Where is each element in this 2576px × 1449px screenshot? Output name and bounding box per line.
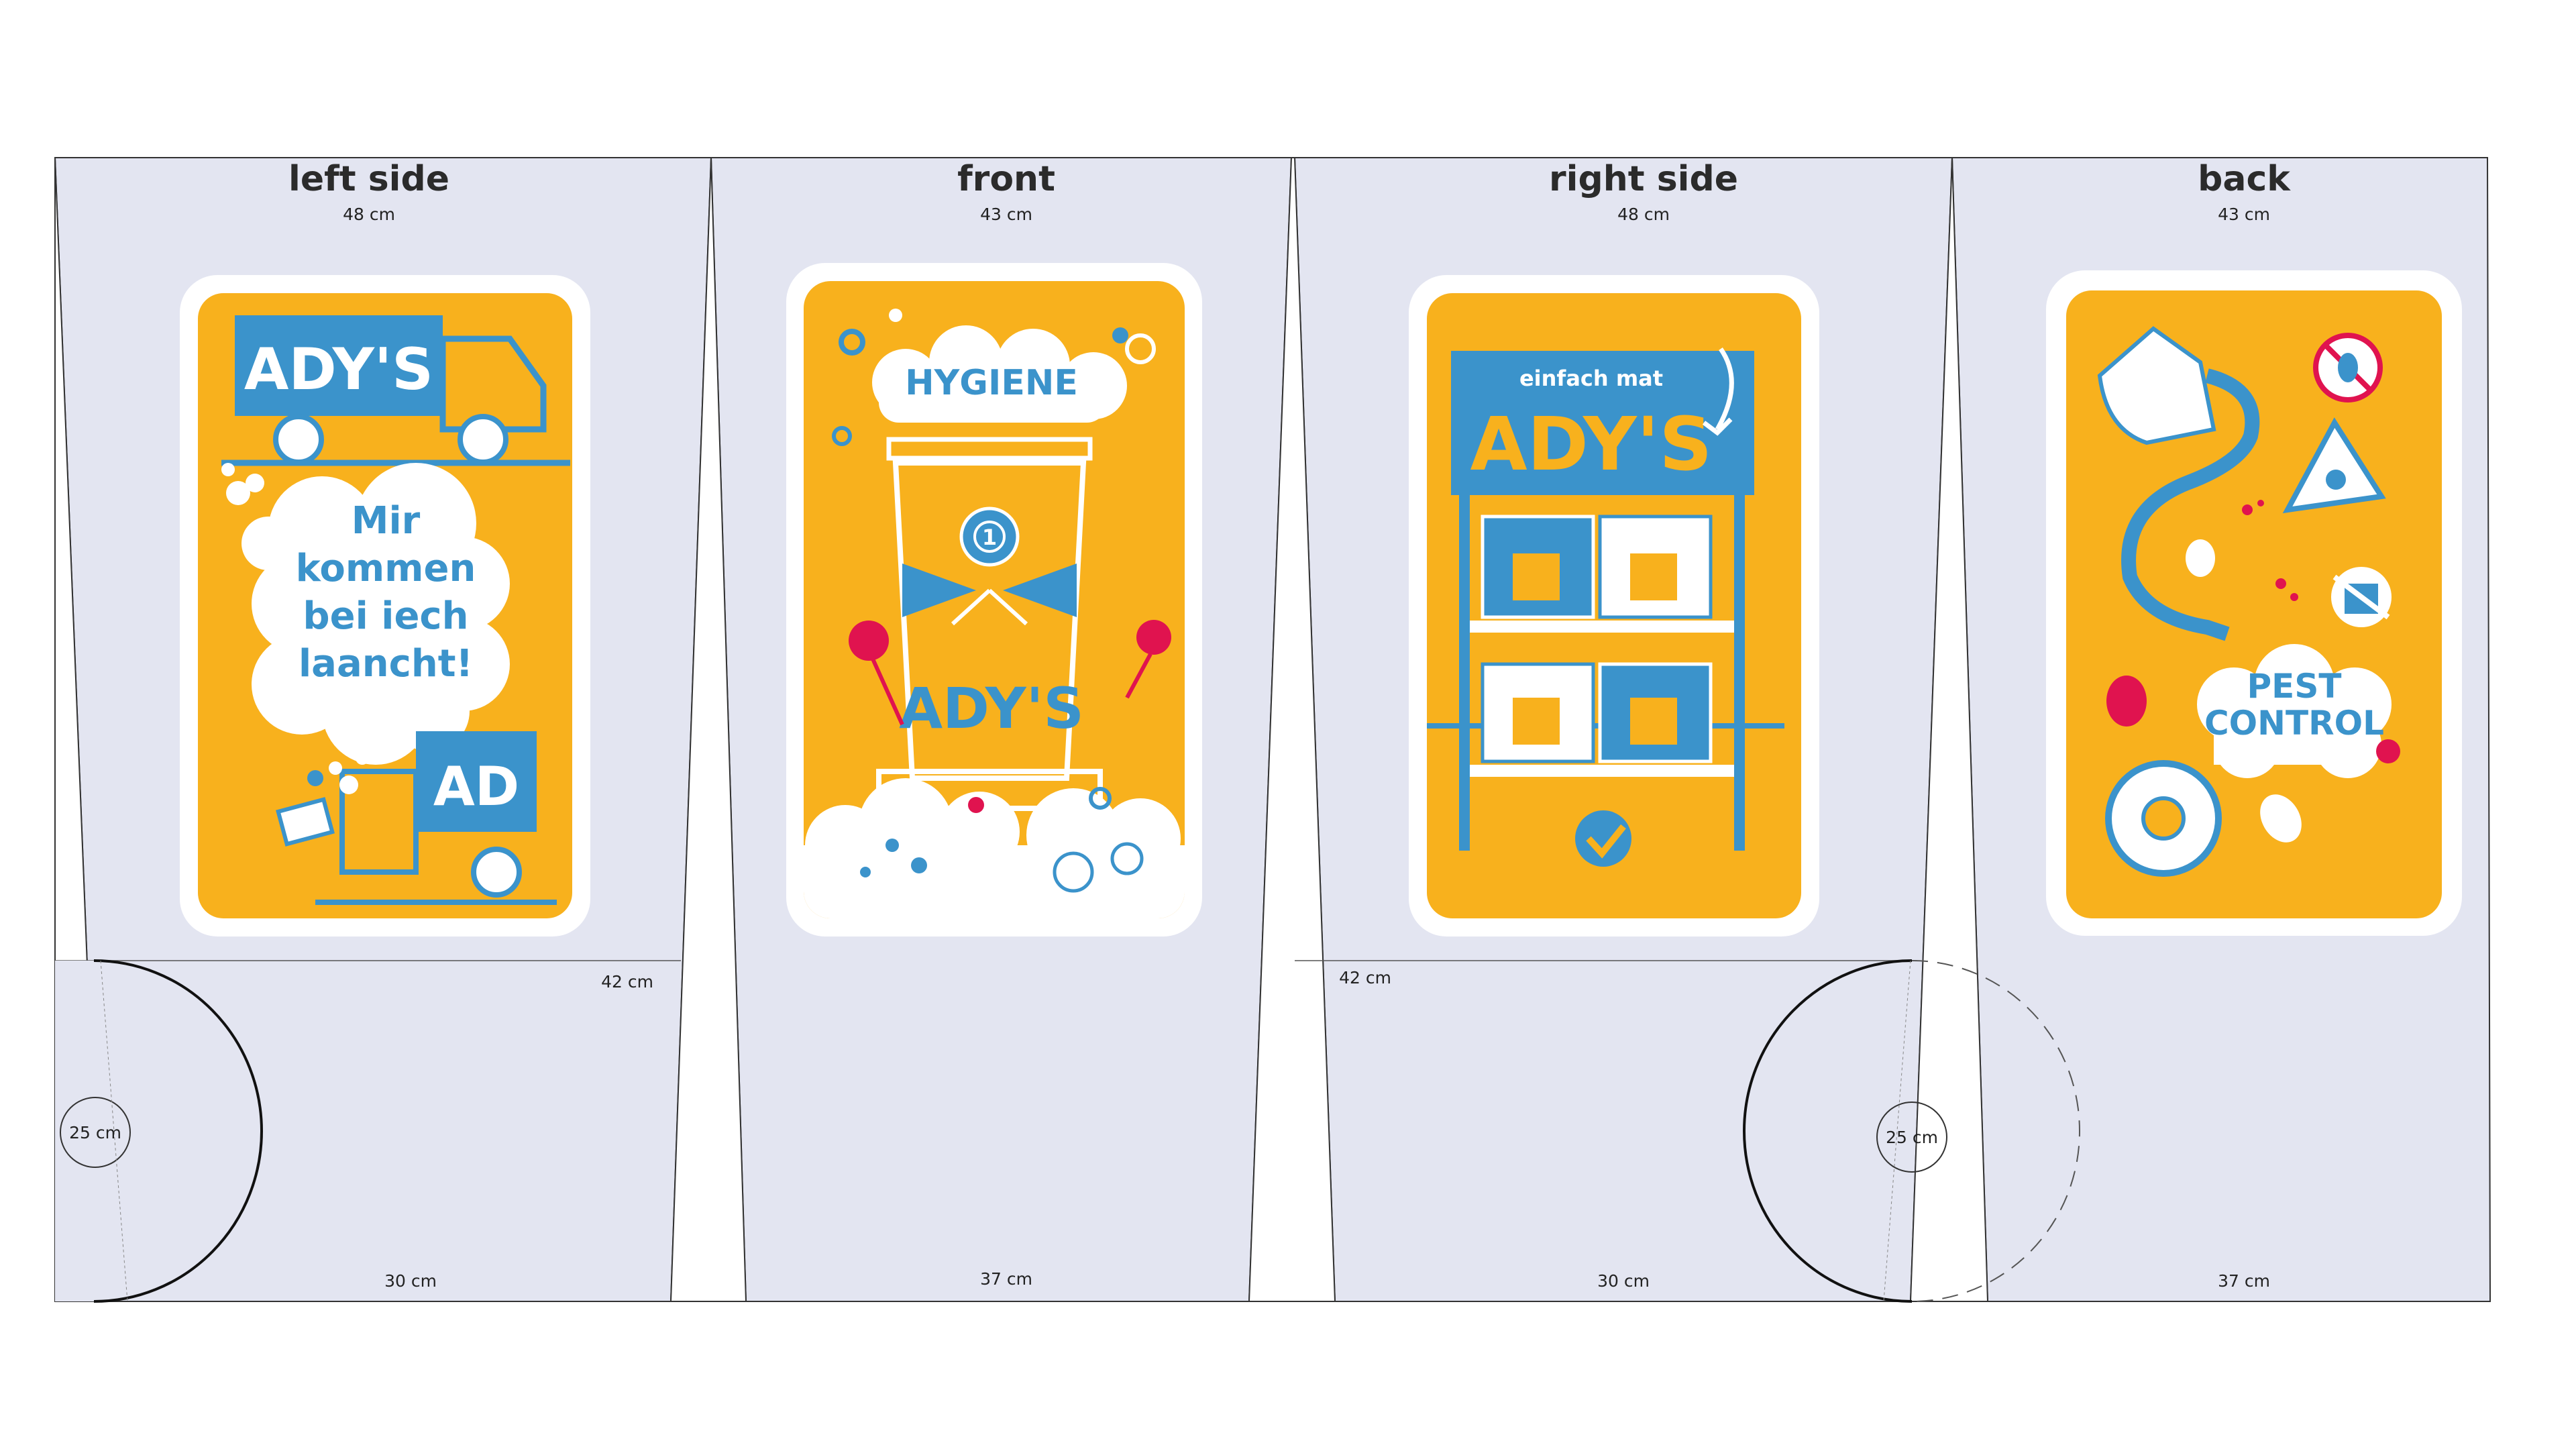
check-icon [1575,810,1631,867]
base-circle-left [55,961,262,1301]
truck-bottom-label: AD [433,755,519,818]
flap-left-front-shape [669,157,747,1302]
truck-top-illustration: ADY'S [221,315,570,466]
dimension-height-left-side: 42 cm [601,972,653,991]
truck-top-brand: ADY'S [244,336,433,403]
right-brand: ADY'S [1470,401,1713,487]
dimension-circle-left-side: 25 cm [69,1123,121,1142]
wasp-icon [2106,676,2147,727]
dimension-top-left-side: 48 cm [343,205,395,224]
dimension-top-front: 43 cm [980,205,1032,224]
dimension-bottom-left-side: 30 cm [384,1271,437,1291]
dimension-height-right-side: 42 cm [1339,968,1391,987]
flap-right-back-shape [1909,157,1989,1302]
panel-title-right-side: right side [1549,159,1738,199]
right-tagline: einfach mat [1519,366,1663,391]
gas-mask-icon [2097,326,2216,445]
pest-line-1: PEST [2247,667,2342,706]
pest-line-2: CONTROL [2204,704,2384,743]
hazard-skull-icon [2282,417,2386,514]
speech-cloud [221,463,510,765]
hygiene-cloud [872,325,1127,423]
cloud-line-4: laancht! [299,642,473,686]
panel-labels: left side 48 cm 42 cm 30 cm 25 cm front … [69,159,2291,1291]
artwork-left-side: ADY'S Mir kommen bei iech laancht! [180,275,590,936]
artwork-back: PEST CONTROL [2046,270,2462,936]
dimension-circle-right-side: 25 cm [1886,1128,1938,1147]
bin-brand: ADY'S [899,676,1084,741]
panel-title-back: back [2198,159,2291,199]
cloud-line-2: kommen [296,547,476,590]
fly-icon [2186,539,2215,577]
cloud-line-1: Mir [352,499,421,543]
artwork-front: HYGIENE 1 ADY'S [786,263,1202,936]
hygiene-headline: HYGIENE [905,363,1078,403]
base-circle-right [1743,959,1913,1303]
dimension-top-right-side: 48 cm [1617,205,1670,224]
flap-front-right-shape [1248,157,1336,1302]
badge-number: 1 [982,525,997,550]
pest-control-cloud [2197,644,2392,778]
artwork-right-side: einfach mat ADY'S [1409,275,1819,936]
dimension-bottom-front: 37 cm [980,1269,1032,1289]
bee-icon [2260,794,2302,843]
panel-title-left-side: left side [288,159,449,199]
truck-bottom-illustration: AD [276,731,557,905]
dimension-bottom-right-side: 30 cm [1597,1271,1650,1291]
shelf-illustration [1427,495,1784,851]
cloud-line-3: bei iech [303,594,469,638]
dimension-top-back: 43 cm [2218,205,2270,224]
dimension-bottom-back: 37 cm [2218,1271,2270,1291]
panel-title-front: front [957,159,1055,199]
